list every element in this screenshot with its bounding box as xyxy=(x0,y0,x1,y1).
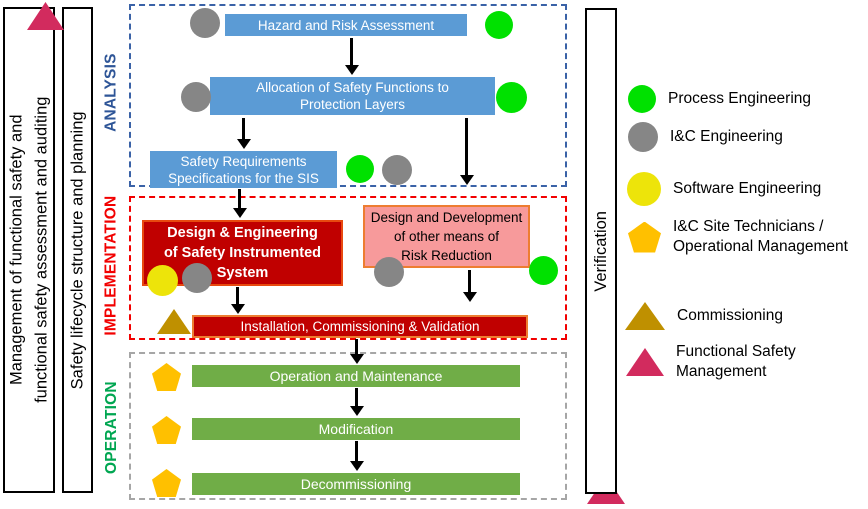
legend-item: Process Engineering xyxy=(628,83,811,115)
flow-arrow xyxy=(465,118,468,176)
ic-engineering-icon xyxy=(182,263,212,293)
operation-maintenance-box: Operation and Maintenance xyxy=(192,365,520,387)
operation-section xyxy=(129,352,567,500)
legend-label: Software Engineering xyxy=(673,180,822,197)
legend-label: I&C Engineering xyxy=(670,128,783,145)
ic-engineering-icon xyxy=(628,122,658,152)
management-bar: Management of functional safety and func… xyxy=(3,7,55,493)
flow-arrow xyxy=(350,38,353,66)
flow-arrow xyxy=(236,287,239,305)
management-bar-label: Management of functional safety and func… xyxy=(7,96,51,404)
decommissioning-box: Decommissioning xyxy=(192,473,520,495)
ic-engineering-icon xyxy=(181,82,211,112)
flow-arrow xyxy=(355,388,358,407)
flow-arrow xyxy=(242,118,245,140)
implementation-section xyxy=(129,196,567,340)
legend-item: I&C Engineering xyxy=(628,121,783,153)
flow-arrow xyxy=(355,339,358,355)
design-sis-box: Design & Engineering of Safety Instrumen… xyxy=(142,220,343,286)
legend-item: Software Engineering xyxy=(627,171,821,207)
process-engineering-icon xyxy=(346,155,374,183)
modification-box: Modification xyxy=(192,418,520,440)
verification-bar-label: Verification xyxy=(591,210,610,292)
flow-arrow xyxy=(238,189,241,209)
process-engineering-icon xyxy=(628,85,656,113)
legend-label: I&C Site Technicians / Operational Manag… xyxy=(673,218,848,255)
phase-label-analysis-wrap: ANALYSIS xyxy=(88,38,134,148)
ic-engineering-icon xyxy=(382,155,412,185)
legend-item: Commissioning xyxy=(625,300,783,332)
commissioning-icon xyxy=(625,302,665,330)
verification-bar: Verification xyxy=(585,8,617,494)
lifecycle-bar-label: Safety lifecycle structure and planning xyxy=(68,111,87,389)
software-engineering-icon xyxy=(147,265,178,296)
legend-item: I&C Site Technicians / Operational Manag… xyxy=(628,218,848,255)
legend-label: Process Engineering xyxy=(668,90,812,107)
legend-item: Functional Safety Management xyxy=(626,343,796,380)
allocation-box: Allocation of Safety Functions to Protec… xyxy=(210,77,495,115)
process-engineering-icon xyxy=(496,82,527,113)
ic-engineering-icon xyxy=(190,8,220,38)
safety-requirements-box: Safety Requirements Specifications for t… xyxy=(150,151,337,188)
lifecycle-bar: Safety lifecycle structure and planning xyxy=(62,7,93,493)
site-technicians-icon xyxy=(628,221,661,253)
process-engineering-icon xyxy=(529,256,558,285)
phase-label-implementation: IMPLEMENTATION xyxy=(102,196,120,336)
hazard-risk-assessment-box: Hazard and Risk Assessment xyxy=(225,14,467,36)
legend-label: Functional Safety Management xyxy=(676,343,796,380)
flow-arrow xyxy=(355,441,358,462)
other-means-box: Design and Development of other means of… xyxy=(363,205,530,268)
phase-label-operation: OPERATION xyxy=(102,381,120,475)
legend-label: Commissioning xyxy=(677,307,783,324)
process-engineering-icon xyxy=(485,11,513,39)
phase-label-analysis: ANALYSIS xyxy=(102,53,120,133)
ic-engineering-icon xyxy=(374,257,404,287)
software-engineering-icon xyxy=(627,172,661,206)
installation-box: Installation, Commissioning & Validation xyxy=(192,315,528,338)
phase-label-implementation-wrap: IMPLEMENTATION xyxy=(88,196,134,336)
phase-label-operation-wrap: OPERATION xyxy=(88,374,134,482)
flow-arrow xyxy=(468,270,471,293)
functional-safety-icon xyxy=(626,348,664,376)
analysis-section xyxy=(129,4,567,187)
